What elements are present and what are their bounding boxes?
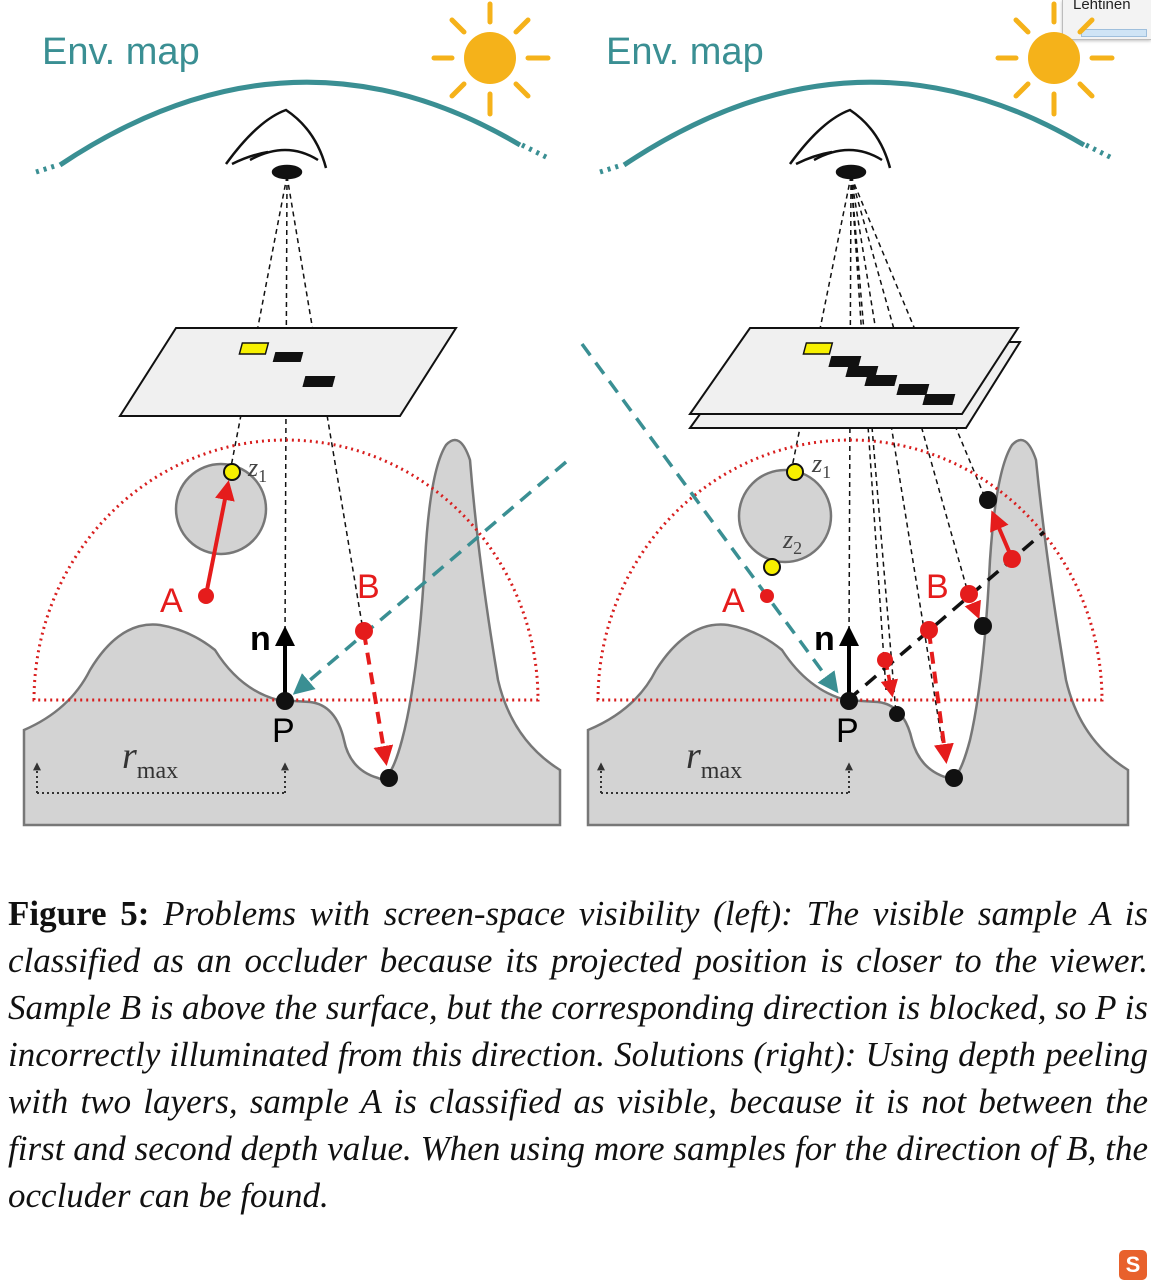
caption-text: Problems with screen-space visibility (l… xyxy=(8,894,1149,1215)
left-env-map-arc xyxy=(58,79,522,168)
left-sample-a xyxy=(198,588,214,604)
right-sample-a xyxy=(760,589,774,603)
left-label-rmax: rmax xyxy=(122,735,178,784)
right-surface-hit-3 xyxy=(974,617,992,635)
left-sample-b-arrow xyxy=(362,632,394,766)
left-z1-point xyxy=(223,463,241,481)
right-env-map-arc xyxy=(622,79,1086,168)
right-sample-2-arrow xyxy=(927,631,954,764)
left-env-map-arc-dots-right xyxy=(520,142,550,161)
right-eye-icon xyxy=(788,108,892,180)
right-sample-3 xyxy=(960,585,978,603)
right-incoming-direction xyxy=(580,342,839,694)
left-label-p: P xyxy=(272,712,295,750)
right-sample-1 xyxy=(877,652,893,668)
right-env-map-arc-dots-right xyxy=(1084,142,1114,161)
right-label-a: A xyxy=(722,582,745,620)
left-label-a: A xyxy=(160,582,183,620)
right-surface xyxy=(586,438,1130,827)
left-depth-pixel-1 xyxy=(272,352,304,362)
left-surface xyxy=(22,438,562,827)
left-sun-icon xyxy=(431,1,551,117)
left-panel: Env. map xyxy=(22,1,568,827)
left-screen-plane xyxy=(118,327,458,417)
figure-caption: Figure 5: Problems with screen-space vis… xyxy=(8,890,1148,1219)
left-label-n: n xyxy=(250,620,271,658)
left-blocked-direction xyxy=(292,460,568,695)
right-rmax-dimension xyxy=(597,762,853,794)
right-occluder-sphere xyxy=(737,468,833,564)
left-depth-pixel-2 xyxy=(302,376,336,387)
left-sample-a-arrow xyxy=(204,480,235,596)
right-label-rmax: rmax xyxy=(686,735,742,784)
left-hemisphere xyxy=(32,438,540,702)
figure-5-illustration: Env. map xyxy=(22,1,1130,827)
left-label-z1: z1 xyxy=(247,453,267,486)
right-label-z2: z2 xyxy=(782,525,802,558)
right-env-map-label: Env. map xyxy=(606,31,764,73)
window-tab-chip[interactable]: Lehtinen xyxy=(1062,0,1151,40)
right-label-n: n xyxy=(814,620,835,658)
right-z1-point xyxy=(786,463,804,481)
right-label-z1: z1 xyxy=(811,449,831,482)
right-depth-pixel-yellow xyxy=(802,342,834,355)
right-z2-point xyxy=(763,558,781,576)
tab-chip-label: Lehtinen xyxy=(1073,0,1131,13)
left-point-p xyxy=(276,692,294,710)
right-sample-4 xyxy=(1003,550,1021,568)
corner-app-icon[interactable]: S xyxy=(1119,1250,1147,1280)
left-surface-hit-b xyxy=(380,769,398,787)
right-label-p: P xyxy=(836,712,859,750)
left-label-b: B xyxy=(357,568,380,606)
right-surface-hit-1 xyxy=(889,706,905,722)
left-projection-rays xyxy=(229,175,364,641)
right-depth-pixels xyxy=(828,356,956,405)
right-label-b: B xyxy=(926,568,949,606)
left-depth-pixel-yellow xyxy=(238,342,270,355)
left-env-map-arc-dots-left xyxy=(35,162,59,175)
right-surface-hit-2 xyxy=(945,769,963,787)
right-occluder-hit xyxy=(979,491,997,509)
left-occluder-sphere xyxy=(174,462,268,556)
left-sample-b xyxy=(355,622,373,640)
right-hemisphere xyxy=(596,438,1104,702)
left-env-map-label: Env. map xyxy=(42,31,200,73)
right-point-p xyxy=(840,692,858,710)
right-sun-icon xyxy=(995,1,1115,117)
caption-label: Figure 5: xyxy=(8,894,150,933)
left-rmax-dimension xyxy=(33,762,289,794)
right-env-map-arc-dots-left xyxy=(599,162,623,175)
right-panel: Env. map xyxy=(580,1,1130,827)
right-sample-2 xyxy=(920,621,938,639)
right-sample-4-arrow xyxy=(990,510,1013,557)
left-eye-icon xyxy=(224,108,328,180)
right-projection-rays xyxy=(771,175,987,761)
